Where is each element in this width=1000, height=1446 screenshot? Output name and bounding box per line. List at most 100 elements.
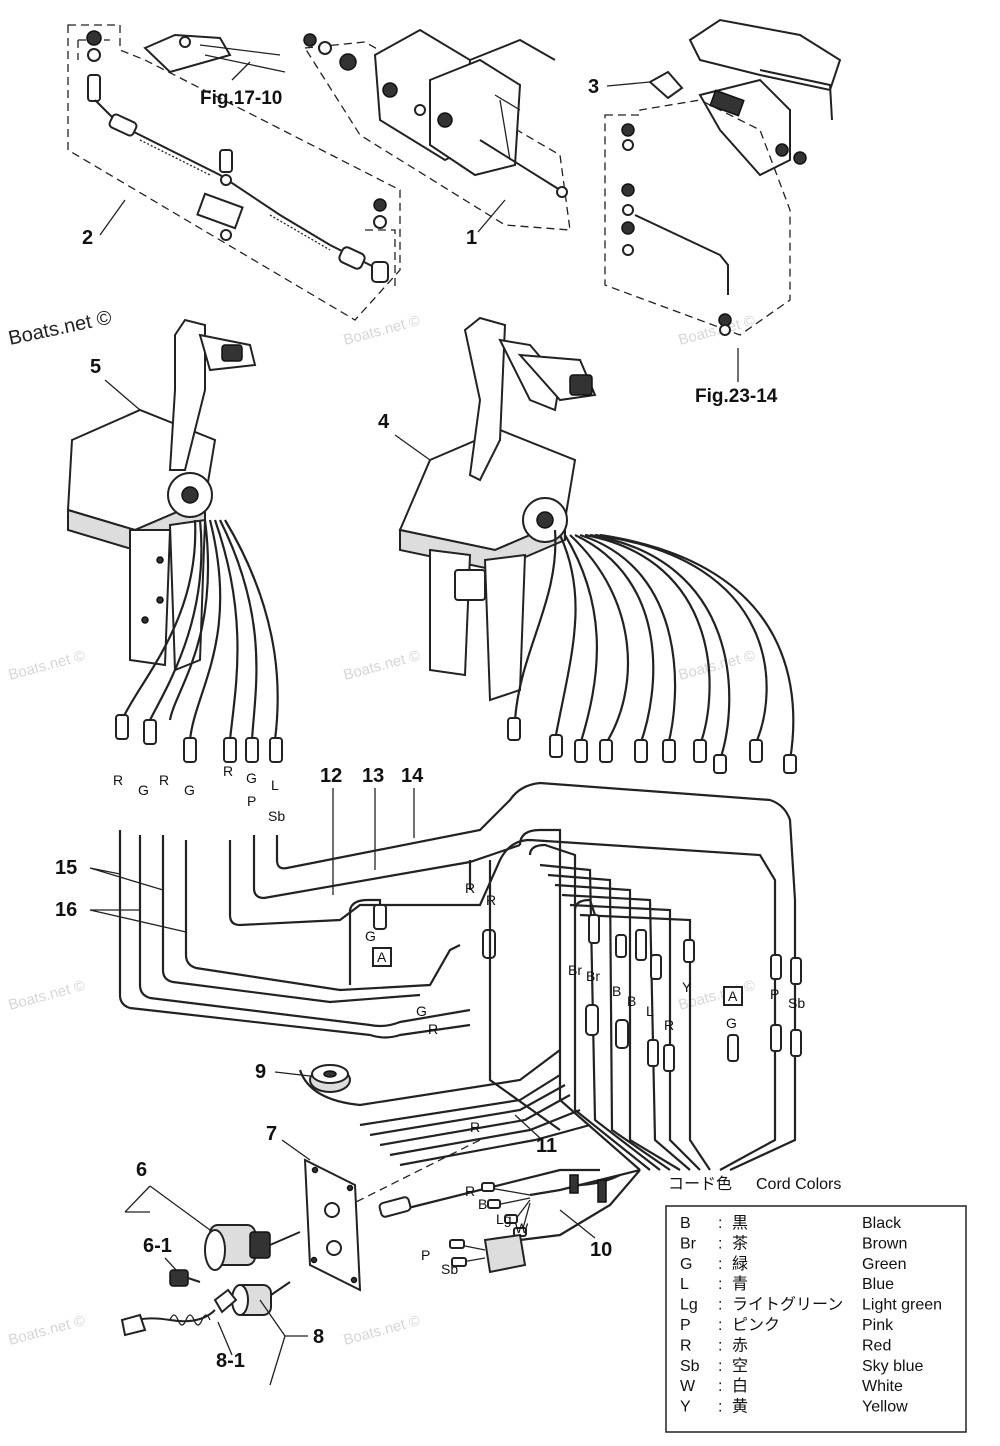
watermark-faint: Boats.net © [7,977,87,1014]
leader-line [231,61,251,81]
callout-9: 9 [255,1061,266,1083]
legend-jp: 赤 [732,1336,748,1354]
legend-sep: : [718,1256,722,1273]
wire-tag: P [247,793,256,809]
stop-switch-8 [120,1281,291,1337]
watermark-faint: Boats.net © [7,647,87,684]
callout-13: 13 [362,765,384,787]
callout-14: 14 [401,765,424,787]
callout-15: 15 [55,857,77,879]
wire-tag: R [428,1021,438,1037]
wire-tag: A [728,988,738,1004]
legend-jp: 緑 [732,1255,748,1273]
legend-code: L [680,1276,689,1293]
legend-code: Sb [680,1358,700,1375]
wire-tag: L [646,1003,654,1019]
leader-line [164,1257,179,1273]
lower-cables [118,781,797,1039]
leader-line [89,909,187,933]
harness-10 [449,1168,641,1274]
watermark-faint: Boats.net © [342,1312,422,1349]
wire-tag: B [612,983,621,999]
wire-tag: G [365,928,376,944]
wire-tag: B [478,1196,487,1212]
legend-en: Brown [862,1235,907,1252]
watermark-top-left: Boats.net © [6,307,113,350]
wire-tags-left-upper: R G R G R G P L Sb [113,763,285,824]
assembly-3 [604,18,842,336]
leader-line [281,1139,311,1161]
key-switch-6 [169,1224,301,1287]
callout-1: 1 [466,227,477,249]
callout-5: 5 [90,356,101,378]
legend-jp: 白 [732,1377,748,1395]
wire-tag: A [377,949,387,965]
watermark-faint: Boats.net © [677,647,757,684]
legend-code: B [680,1215,691,1232]
wire-tag: R [465,1183,475,1199]
leader-line [217,1321,233,1356]
wire-tag: B [627,993,636,1009]
leader-line [259,1299,308,1386]
legend-sep: : [718,1276,722,1293]
legend-code: P [680,1317,691,1334]
panel-7 [303,1158,362,1292]
callout-2: 2 [82,227,93,249]
leader-line [274,1071,311,1077]
leader-line [606,81,651,87]
legend-en: Yellow [862,1399,908,1416]
callout-3: 3 [588,76,599,98]
control-box-5 [66,318,257,672]
callout-8-1: 8-1 [216,1350,245,1372]
legend-en: Sky blue [862,1358,923,1375]
leader-line [514,1114,541,1139]
legend-jp: 茶 [732,1234,748,1252]
watermark-faint: Boats.net © [342,647,422,684]
legend-jp: ライトグリーン [732,1296,843,1314]
legend-sep: : [718,1358,722,1375]
watermark-faint: Boats.net © [342,312,422,349]
wire-tag: R [113,772,123,788]
marker-box [723,986,743,1006]
assembly-1 [303,28,571,231]
wire-tag: Sb [788,995,805,1011]
legend-jp: 空 [732,1357,748,1375]
legend-jp: ピンク [732,1316,780,1334]
wire-tag: W [515,1220,529,1236]
wire-tag: G [246,770,257,786]
wire-tag: R [223,763,233,779]
legend-box [665,1205,967,1433]
legend-code: Y [680,1399,691,1416]
wire-tag: R [664,1017,674,1033]
wire-tag: Y [682,979,692,995]
legend-sep: : [718,1399,722,1416]
fig-23-14-ref: Fig.23-14 [695,386,778,407]
legend-code: Lg [680,1297,698,1314]
legend-sep: : [718,1215,722,1232]
wire-tag: G [726,1015,737,1031]
legend-sep: : [718,1337,722,1354]
legend-en: Light green [862,1297,942,1314]
legend-en: Green [862,1256,906,1273]
watermark-faint: Boats.net © [677,312,757,349]
callout-4: 4 [378,411,390,433]
leader-line [89,867,164,891]
wire-tag: Br [586,968,600,984]
fig-17-10-ref: Fig.17-10 [200,88,282,109]
legend-sep: : [718,1378,722,1395]
wire-tag: R [159,772,169,788]
legend-jp: 青 [732,1275,748,1293]
legend-en: Red [862,1337,891,1354]
legend-sep: : [718,1235,722,1252]
callout-10: 10 [590,1239,612,1261]
legend-code: G [680,1256,692,1273]
legend-en: Blue [862,1276,894,1293]
wire-tag: G [416,1003,427,1019]
wire-tag: R [470,1119,480,1135]
control-box-4 [398,316,597,702]
callout-6: 6 [136,1159,147,1181]
callout-12: 12 [320,765,342,787]
